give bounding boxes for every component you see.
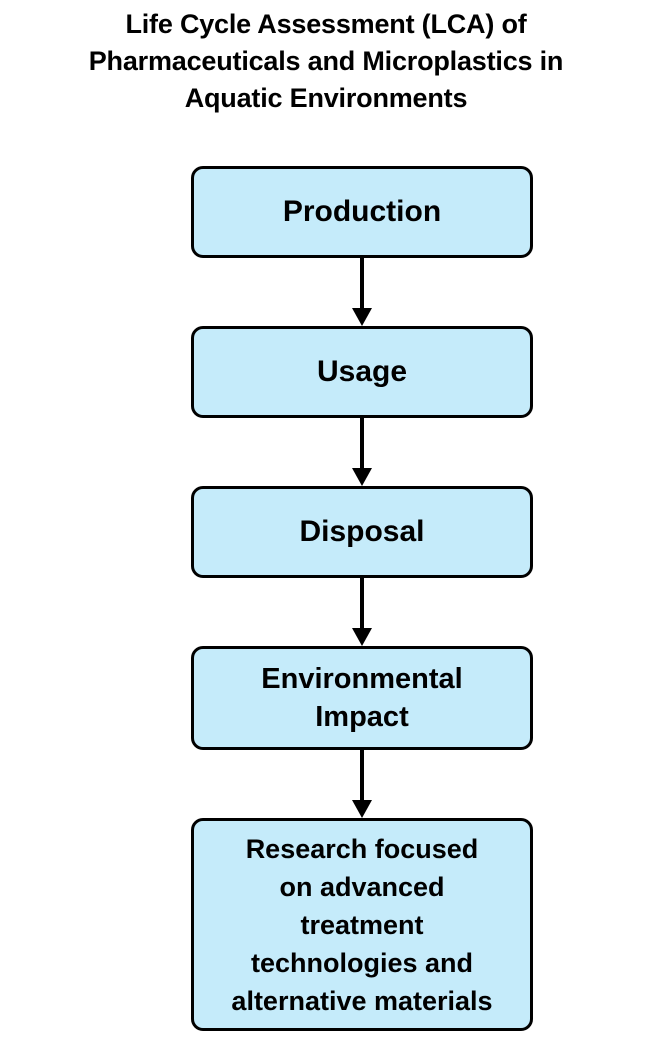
flow-arrow-disposal-to-environmental-impact xyxy=(191,578,533,646)
flow-node-disposal-label: Disposal xyxy=(299,515,425,548)
flow-node-research-label: Research focused on advanced treatment t… xyxy=(231,833,493,1016)
flow-arrow-usage-to-disposal xyxy=(191,418,533,486)
flow-node-research[interactable]: Research focused on advanced treatment t… xyxy=(191,818,533,1031)
flow-node-disposal[interactable]: Disposal xyxy=(191,486,533,578)
page-title: Life Cycle Assessment (LCA) of Pharmaceu… xyxy=(88,9,564,113)
flow-node-environmental-impact[interactable]: Environmental Impact xyxy=(191,646,533,750)
flow-node-usage[interactable]: Usage xyxy=(191,326,533,418)
flow-node-production-label: Production xyxy=(282,195,442,228)
flow-node-environmental-impact-label: Environmental Impact xyxy=(261,663,463,733)
flow-node-usage-label: Usage xyxy=(316,355,408,388)
flowchart-container: Production Usage Disposal xyxy=(191,166,533,1031)
flow-node-production[interactable]: Production xyxy=(191,166,533,258)
flow-arrow-environmental-impact-to-research xyxy=(191,750,533,818)
flow-arrow-production-to-usage xyxy=(191,258,533,326)
